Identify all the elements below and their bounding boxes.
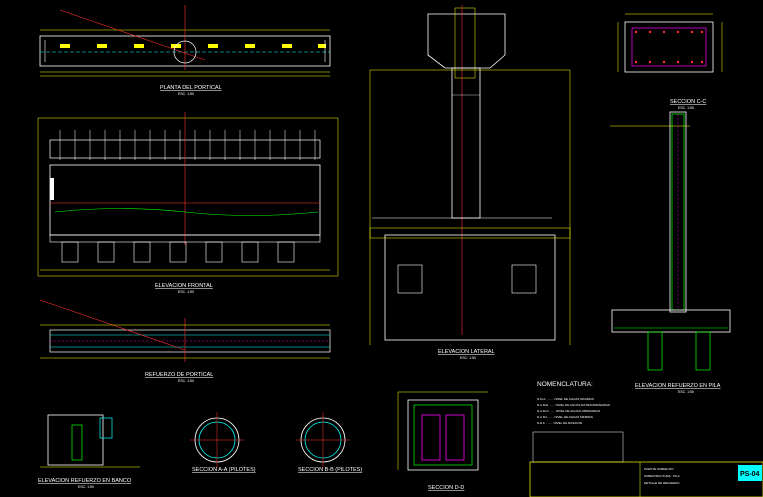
sheet-code: PS-04 (740, 471, 760, 478)
elevacion-frontal-view: ELEVACION FRONTAL ESC. 1:50 (37, 112, 339, 294)
elevacion-refuerzo-pila-view: ELEVACION REFUERZO EN PILA ESC. 1:50 (610, 111, 731, 394)
seccion-aa-title: SECCION A-A (PILOTES) (192, 467, 256, 473)
elevacion-lateral-scale: ESC. 1:50 (460, 356, 476, 360)
refuerzo-portical-scale: ESC. 1:50 (178, 379, 194, 383)
seccion-cc-title: SECCION C-C (670, 99, 706, 105)
elevacion-lateral-title: ELEVACION LATERAL (438, 349, 495, 355)
refuerzo-portical-view: REFUERZO DE PORTICAL ESC. 1:50 (39, 299, 331, 383)
elevacion-refuerzo-banco-title: ELEVACION REFUERZO EN BANCO (38, 478, 132, 484)
planta-portical-title: PLANTA DEL PORTICAL (160, 85, 222, 91)
title-block: PUENTE SOBRE RIO SUBESTRUCTURA - PILA DE… (529, 461, 763, 497)
planta-portical-scale: ESC. 1:50 (178, 92, 194, 96)
refuerzo-portical-title: REFUERZO DE PORTICAL (145, 372, 213, 378)
title-block-line: PUENTE SOBRE RIO (644, 467, 674, 471)
nomenclatura-item: N.A.M.E. ...... NIVEL DE AGUAS EXTRAORDI… (537, 403, 610, 407)
planta-portical-view: PLANTA DEL PORTICAL ESC. 1:50 (39, 5, 331, 96)
elevacion-refuerzo-banco-scale: ESC. 1:50 (78, 485, 94, 489)
seccion-dd-title: SECCION D-D (428, 485, 464, 491)
nomenclatura-heading: NOMENCLATURA: (537, 381, 593, 388)
nomenclatura-item: N.M.A. ........ NIVEL DE AGUAS MAXIMAS (537, 397, 594, 401)
nomenclatura-block: NOMENCLATURA: N.M.A. ........ NIVEL DE A… (532, 381, 624, 463)
nomenclatura-item: N.A.M.I. ...... NIVEL DE AGUAS MINIMAS (537, 415, 593, 419)
elevacion-refuerzo-banco-view: ELEVACION REFUERZO EN BANCO ESC. 1:50 (38, 414, 140, 489)
seccion-dd-view: SECCION D-D (397, 391, 488, 491)
seccion-aa-view: SECCION A-A (PILOTES) (190, 412, 256, 473)
elevacion-frontal-title: ELEVACION FRONTAL (155, 283, 213, 289)
seccion-cc-view: SECCION C-C ESC. 1:50 (617, 13, 723, 110)
elevacion-lateral-view: ELEVACION LATERAL ESC. 1:50 (369, 5, 571, 360)
title-block-line: SUBESTRUCTURA - PILA (644, 474, 680, 478)
elevacion-refuerzo-pila-title: ELEVACION REFUERZO EN PILA (635, 383, 721, 389)
nomenclatura-item: N.R.F. ........ NIVEL DE RASANTE (537, 421, 582, 425)
nomenclatura-item: N.A.M.O. ...... NIVEL DE AGUAS ORDINARIA… (537, 409, 600, 413)
elevacion-refuerzo-pila-scale: ESC. 1:50 (678, 390, 694, 394)
seccion-bb-view: SECCION B-B (PILOTES) (296, 412, 362, 473)
title-block-line: DETALLE DE REFUERZO (644, 481, 680, 485)
seccion-bb-title: SECCION B-B (PILOTES) (298, 467, 362, 473)
elevacion-frontal-scale: ESC. 1:50 (178, 290, 194, 294)
seccion-cc-scale: ESC. 1:50 (678, 106, 694, 110)
